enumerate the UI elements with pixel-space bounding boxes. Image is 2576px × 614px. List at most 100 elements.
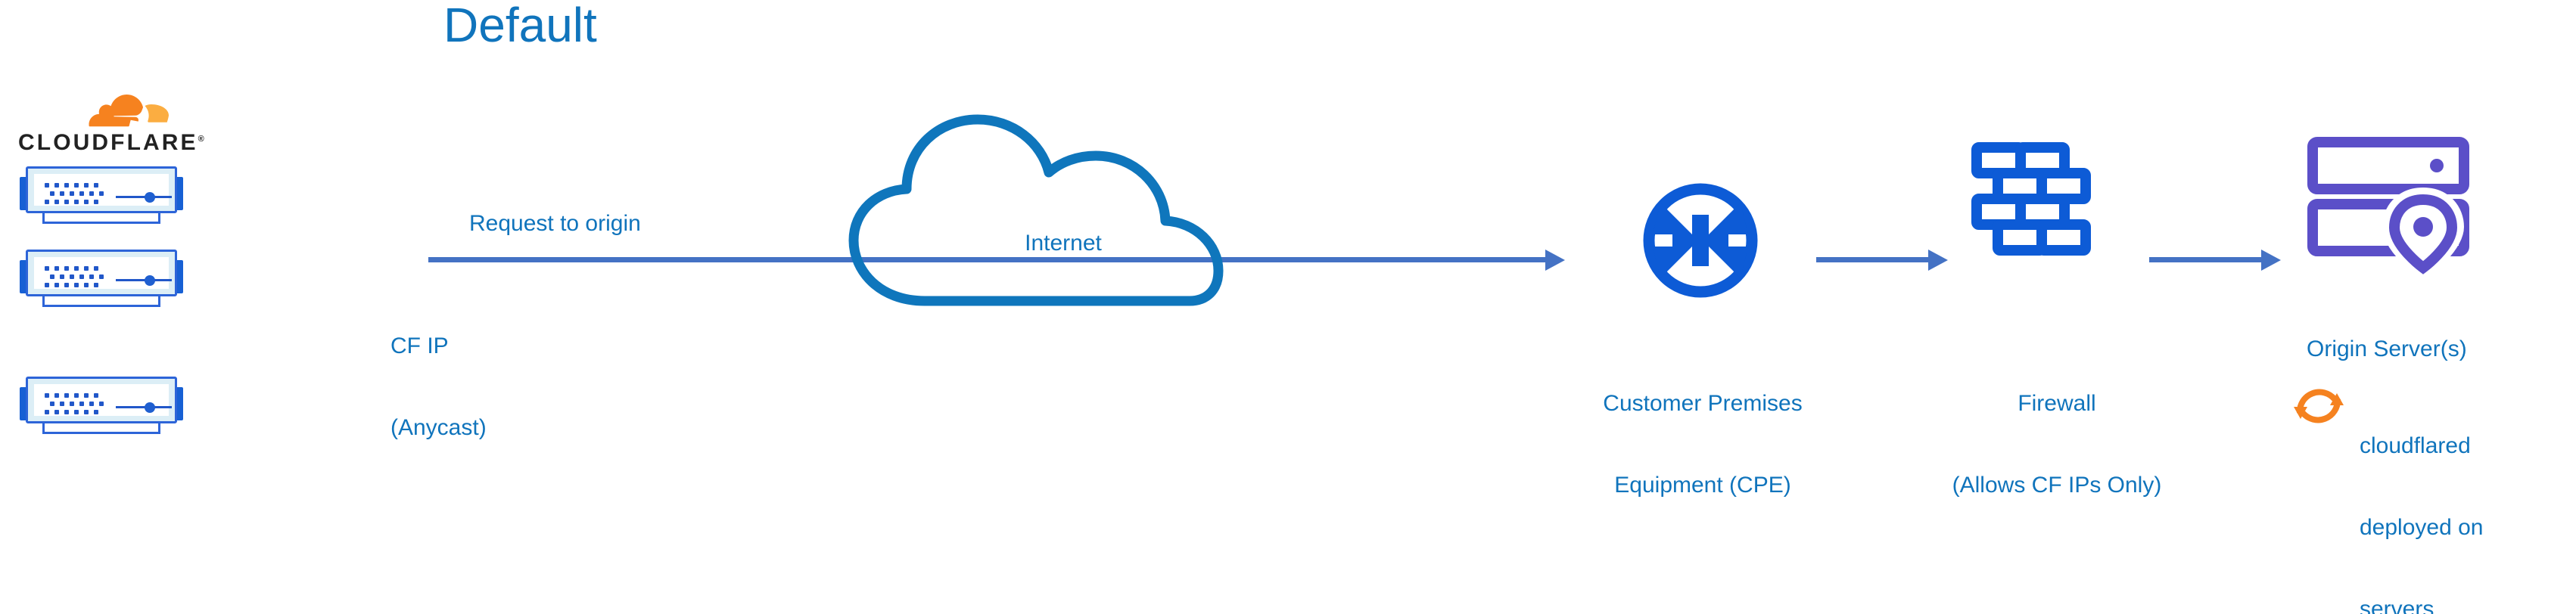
switch-port-dot [84, 266, 89, 271]
switch-status-line [116, 196, 172, 198]
switch-port-dot [54, 393, 59, 398]
cloudflare-edge-switch-3 [20, 371, 183, 436]
cloudflared-label: cloudflared deployed on servers [2360, 378, 2483, 614]
internet-cloud: Internet [840, 106, 1286, 310]
switch-port-dot [94, 200, 98, 204]
switch-port-dot [45, 200, 49, 204]
switch-port-dot [59, 274, 64, 279]
switch-port-dot [74, 283, 79, 287]
firewall-brick-wall-icon [1971, 142, 2112, 278]
connector-edge-to-cpe-arrowhead [1545, 250, 1565, 271]
cloudflare-edge-switch-1 [20, 160, 183, 225]
connector-firewall-to-origin-line [2149, 257, 2263, 262]
switch-port-dot [54, 200, 59, 204]
cpe-label-line-2: Equipment (CPE) [1614, 473, 1791, 498]
cloudflare-wordmark-text: CLOUDFLARE [18, 130, 198, 155]
cloudflared-label-line-3: servers [2360, 597, 2434, 614]
firewall-label: Firewall (Allows CF IPs Only) [1868, 336, 2246, 554]
switch-port-dot [54, 410, 59, 414]
cloudflare-cloud-mark-icon [73, 89, 171, 135]
switch-body [26, 377, 177, 423]
switch-led [145, 402, 155, 413]
switch-panel [34, 384, 172, 419]
cloudflare-logo: CLOUDFLARE® [18, 89, 204, 165]
switch-port-dot [94, 410, 98, 414]
request-to-origin-label: Request to origin [469, 211, 641, 236]
switch-port-dot [84, 393, 89, 398]
connector-cpe-to-firewall-arrowhead [1928, 250, 1948, 271]
switch-port-dot [79, 191, 84, 196]
cf-ip-label: CF IP (Anycast) [390, 278, 487, 496]
switch-port-dot [89, 191, 94, 196]
cpe-router-icon [1621, 180, 1780, 301]
switch-base [42, 296, 160, 307]
switch-body [26, 166, 177, 213]
connector-firewall-to-origin-arrowhead [2261, 250, 2281, 271]
cloudflared-sync-arrows-icon [2291, 378, 2347, 434]
cloud-icon [848, 114, 1224, 306]
switch-port-dot [84, 410, 89, 414]
switch-port-dot [64, 266, 69, 271]
connector-cpe-to-firewall-line [1816, 257, 1930, 262]
switch-port-dot [74, 410, 79, 414]
switch-port-dot [54, 183, 59, 188]
switch-status-line [116, 279, 172, 281]
switch-port-dot [49, 274, 54, 279]
switch-port-dot [59, 191, 64, 196]
switch-port-dot [79, 402, 84, 406]
switch-port-dot [98, 274, 104, 279]
switch-port-dot [94, 266, 98, 271]
cloudflared-label-line-1: cloudflared [2360, 433, 2471, 458]
switch-port-dot [89, 274, 94, 279]
switch-status-line [116, 406, 172, 408]
switch-port-dot [84, 283, 89, 287]
switch-port-dot [64, 410, 69, 414]
cpe-label: Customer Premises Equipment (CPE) [1506, 336, 1899, 554]
switch-port-grid [45, 393, 105, 419]
origin-server-icon [2307, 136, 2470, 281]
switch-port-dot [45, 393, 49, 398]
switch-led [145, 275, 155, 286]
switch-port-dot [84, 183, 89, 188]
connector-edge-to-cpe-line [428, 257, 1548, 262]
cloudflare-edge-switch-2 [20, 243, 183, 309]
switch-port-dot [94, 283, 98, 287]
switch-port-dot [98, 402, 104, 406]
switch-port-dot [69, 274, 74, 279]
switch-port-dot [89, 402, 94, 406]
switch-port-grid [45, 183, 105, 209]
switch-port-dot [49, 402, 54, 406]
switch-port-dot [64, 200, 69, 204]
origin-server-label: Origin Server(s) [2307, 336, 2467, 361]
cloudflared-label-line-2: deployed on [2360, 515, 2484, 540]
switch-port-dot [59, 402, 64, 406]
switch-port-dot [69, 402, 74, 406]
registered-mark: ® [198, 135, 204, 144]
switch-base [42, 423, 160, 434]
switch-port-dot [49, 191, 54, 196]
switch-port-dot [84, 200, 89, 204]
internet-label: Internet [1025, 231, 1102, 256]
switch-port-dot [98, 191, 104, 196]
switch-panel [34, 174, 172, 209]
switch-port-dot [64, 283, 69, 287]
switch-port-grid [45, 266, 105, 292]
switch-port-dot [94, 393, 98, 398]
switch-port-dot [45, 283, 49, 287]
cpe-label-line-1: Customer Premises [1603, 391, 1803, 416]
switch-port-dot [54, 266, 59, 271]
switch-port-dot [74, 200, 79, 204]
switch-port-dot [69, 191, 74, 196]
switch-body [26, 250, 177, 296]
cf-ip-line-2: (Anycast) [390, 415, 487, 440]
switch-port-dot [45, 410, 49, 414]
page-title: Default [443, 0, 597, 52]
switch-port-dot [74, 266, 79, 271]
switch-panel [34, 257, 172, 292]
switch-port-dot [79, 274, 84, 279]
switch-port-dot [45, 183, 49, 188]
switch-port-dot [64, 183, 69, 188]
switch-port-dot [54, 283, 59, 287]
switch-port-dot [74, 183, 79, 188]
switch-led [145, 192, 155, 203]
